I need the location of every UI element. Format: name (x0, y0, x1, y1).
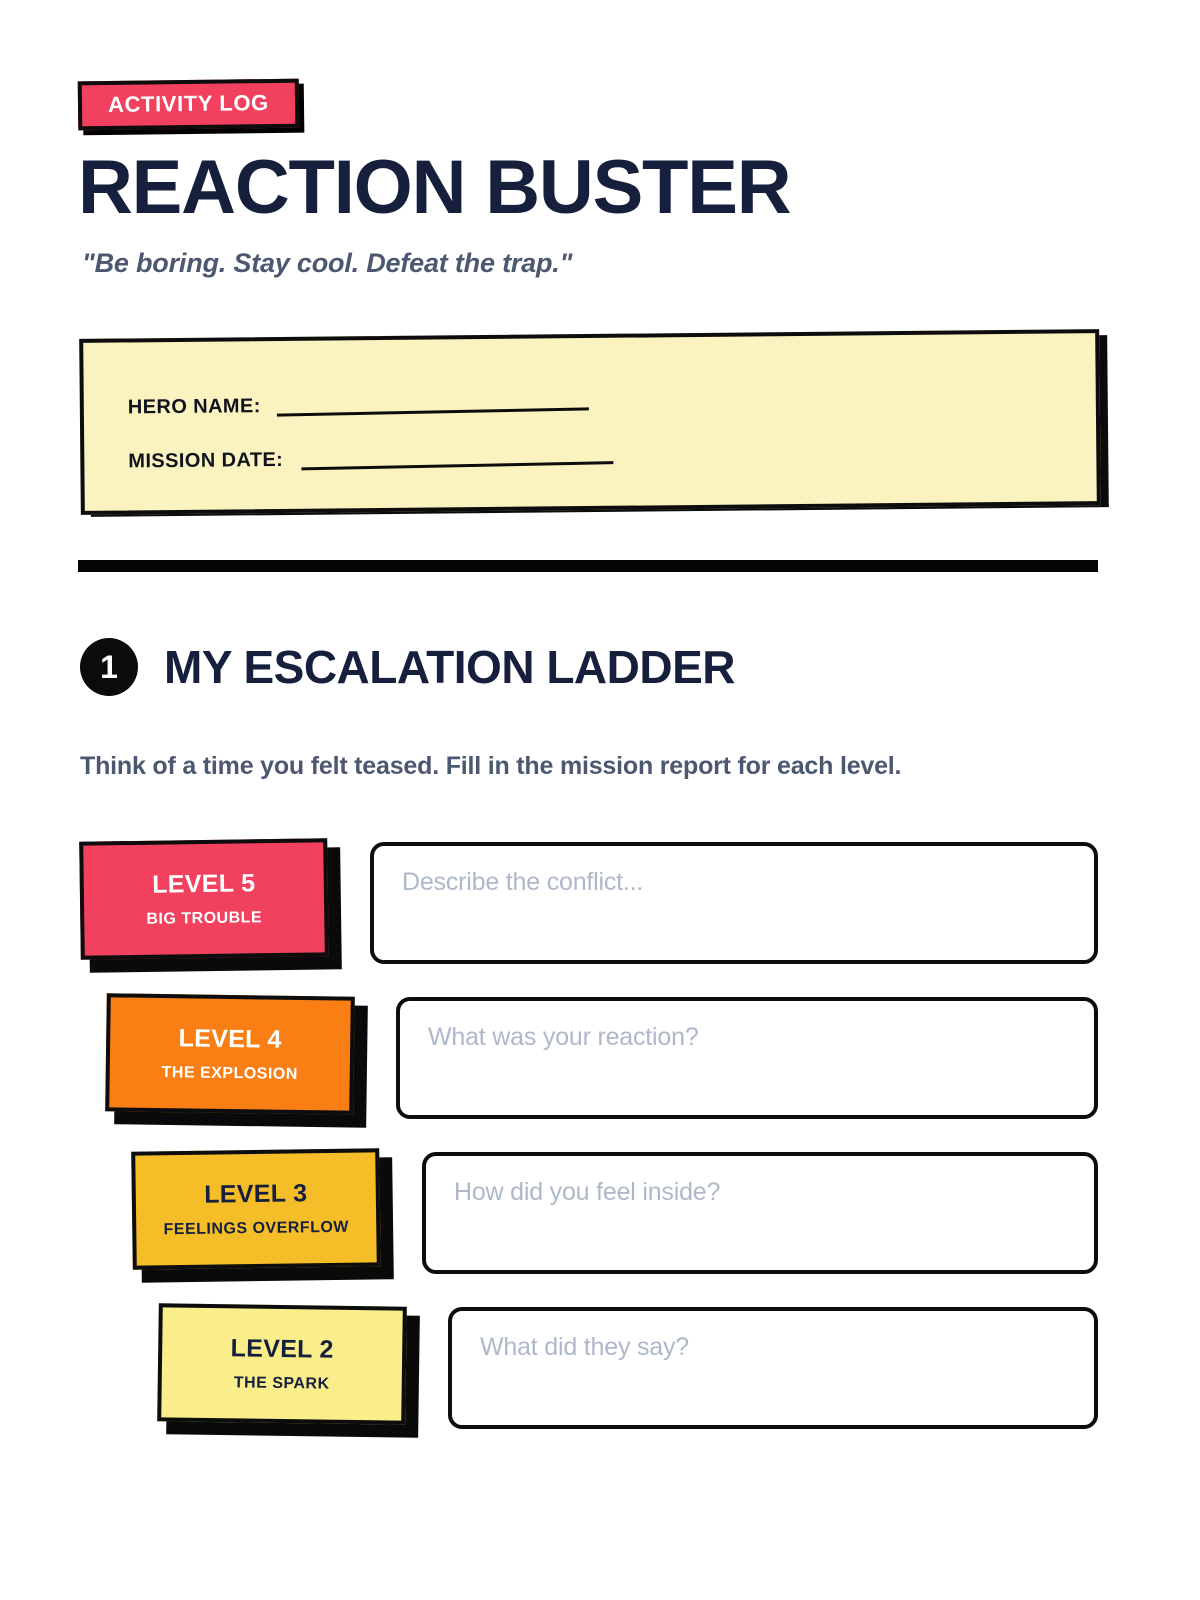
level-tile-level-5[interactable]: LEVEL 5 BIG TROUBLE (79, 838, 329, 960)
answer-input-1[interactable]: Describe the conflict... (370, 842, 1098, 964)
level-tile-level-3[interactable]: LEVEL 3 FEELINGS OVERFLOW (131, 1148, 381, 1270)
answer-input-3[interactable]: How did you feel inside? (422, 1152, 1098, 1274)
level-label: LEVEL 4 (178, 1023, 282, 1054)
page-title: REACTION BUSTER (78, 145, 792, 230)
escalation-ladder: LEVEL 5 BIG TROUBLE Describe the conflict.… (0, 838, 1200, 1460)
level-label: LEVEL 3 (204, 1178, 308, 1209)
hero-name-input-line[interactable] (276, 407, 589, 417)
section-divider (78, 560, 1098, 572)
page-tagline: "Be boring. Stay cool. Defeat the trap." (82, 248, 573, 278)
level-subtitle: BIG TROUBLE (146, 908, 263, 928)
mission-date-field-row: MISSION DATE: (128, 446, 614, 474)
step-number-badge: 1 (80, 638, 138, 696)
activity-log-badge: ACTIVITY LOG (77, 78, 300, 131)
level-subtitle: THE SPARK (233, 1373, 330, 1393)
section-instruction: Think of a time you felt teased. Fill in… (80, 752, 902, 780)
ladder-row: LEVEL 4 THE EXPLOSION What was your reacti… (0, 993, 1200, 1150)
level-label: LEVEL 5 (152, 868, 256, 899)
ladder-row: LEVEL 2 THE SPARK What did they say? (0, 1303, 1200, 1460)
answer-placeholder: What was your reaction? (428, 1023, 699, 1051)
mission-date-input-line[interactable] (301, 461, 614, 471)
section-header: 1 MY ESCALATION LADDER (80, 638, 735, 696)
answer-placeholder: What did they say? (480, 1333, 690, 1361)
hero-name-field-row: HERO NAME: (128, 392, 589, 419)
level-subtitle: THE EXPLOSION (161, 1063, 298, 1083)
mission-date-label: MISSION DATE: (128, 448, 284, 473)
answer-input-2[interactable]: What was your reaction? (396, 997, 1098, 1119)
activity-log-badge-wrap: ACTIVITY LOG (77, 78, 300, 131)
level-tile-level-4[interactable]: LEVEL 4 THE EXPLOSION (105, 993, 355, 1115)
level-label: LEVEL 2 (230, 1333, 334, 1364)
ladder-row: LEVEL 5 BIG TROUBLE Describe the conflict.… (0, 838, 1200, 995)
answer-placeholder: Describe the conflict... (402, 868, 644, 896)
ladder-row: LEVEL 3 FEELINGS OVERFLOW How did you feel… (0, 1148, 1200, 1305)
hero-name-label: HERO NAME: (127, 395, 261, 419)
answer-input-4[interactable]: What did they say? (448, 1307, 1098, 1429)
answer-placeholder: How did you feel inside? (454, 1178, 721, 1206)
level-subtitle: FEELINGS OVERFLOW (163, 1218, 350, 1238)
info-card: HERO NAME: MISSION DATE: (79, 329, 1101, 515)
section-title: MY ESCALATION LADDER (164, 641, 735, 693)
level-tile-level-2[interactable]: LEVEL 2 THE SPARK (157, 1303, 407, 1425)
